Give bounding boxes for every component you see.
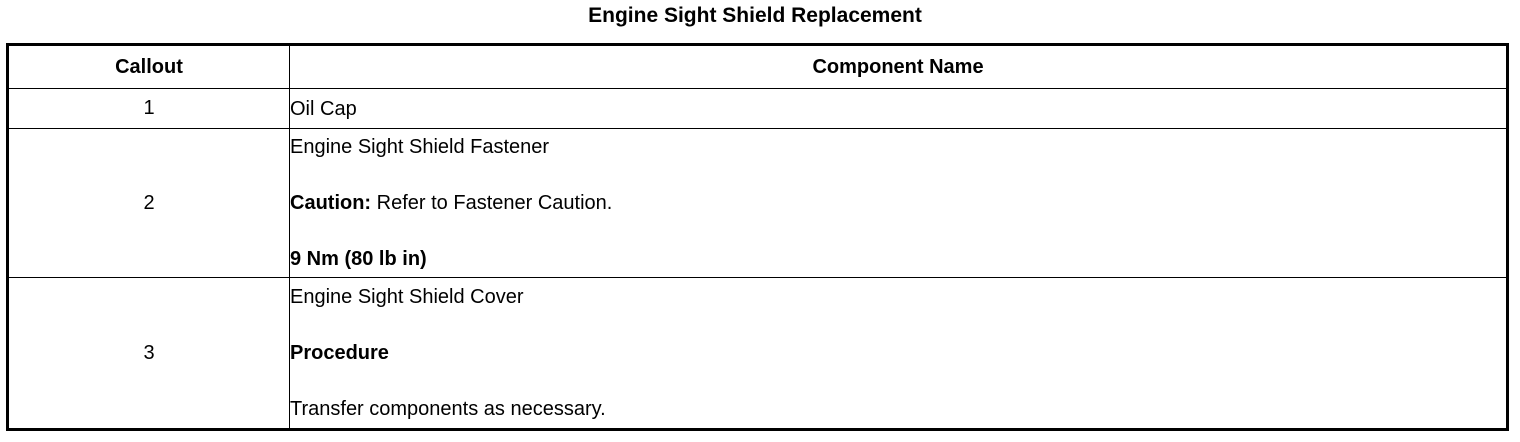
component-name-column-header: Component Name (289, 44, 1508, 89)
table-header-row: Callout Component Name (7, 44, 1508, 89)
table-row: 1 Oil Cap (7, 88, 1508, 129)
procedure-heading: Procedure (290, 342, 389, 364)
document-title: Engine Sight Shield Replacement (588, 4, 922, 27)
caution-label: Caution: (290, 192, 372, 214)
component-name-cell: Engine Sight Shield Cover Procedure Tran… (289, 277, 1508, 430)
callout-column-header: Callout (7, 44, 290, 89)
procedure-text: Transfer components as necessary. (290, 398, 606, 420)
callout-cell: 1 (7, 88, 290, 129)
component-name-cell: Engine Sight Shield Fastener Caution: Re… (289, 128, 1508, 278)
component-table: Callout Component Name 1 Oil Cap 2 Engin… (6, 43, 1509, 431)
caution-text: Refer to Fastener Caution. (371, 192, 613, 214)
callout-cell: 2 (7, 128, 290, 278)
component-name-cell: Oil Cap (289, 88, 1508, 129)
table-row: 3 Engine Sight Shield Cover Procedure Tr… (7, 277, 1508, 430)
component-name: Engine Sight Shield Fastener (290, 136, 550, 158)
torque-spec: 9 Nm (80 lb in) (290, 248, 427, 270)
table-row: 2 Engine Sight Shield Fastener Caution: … (7, 128, 1508, 278)
callout-cell: 3 (7, 277, 290, 430)
component-name: Oil Cap (290, 97, 357, 120)
component-name: Engine Sight Shield Cover (290, 286, 524, 308)
caution-note: Caution: Refer to Fastener Caution. (290, 190, 1506, 216)
